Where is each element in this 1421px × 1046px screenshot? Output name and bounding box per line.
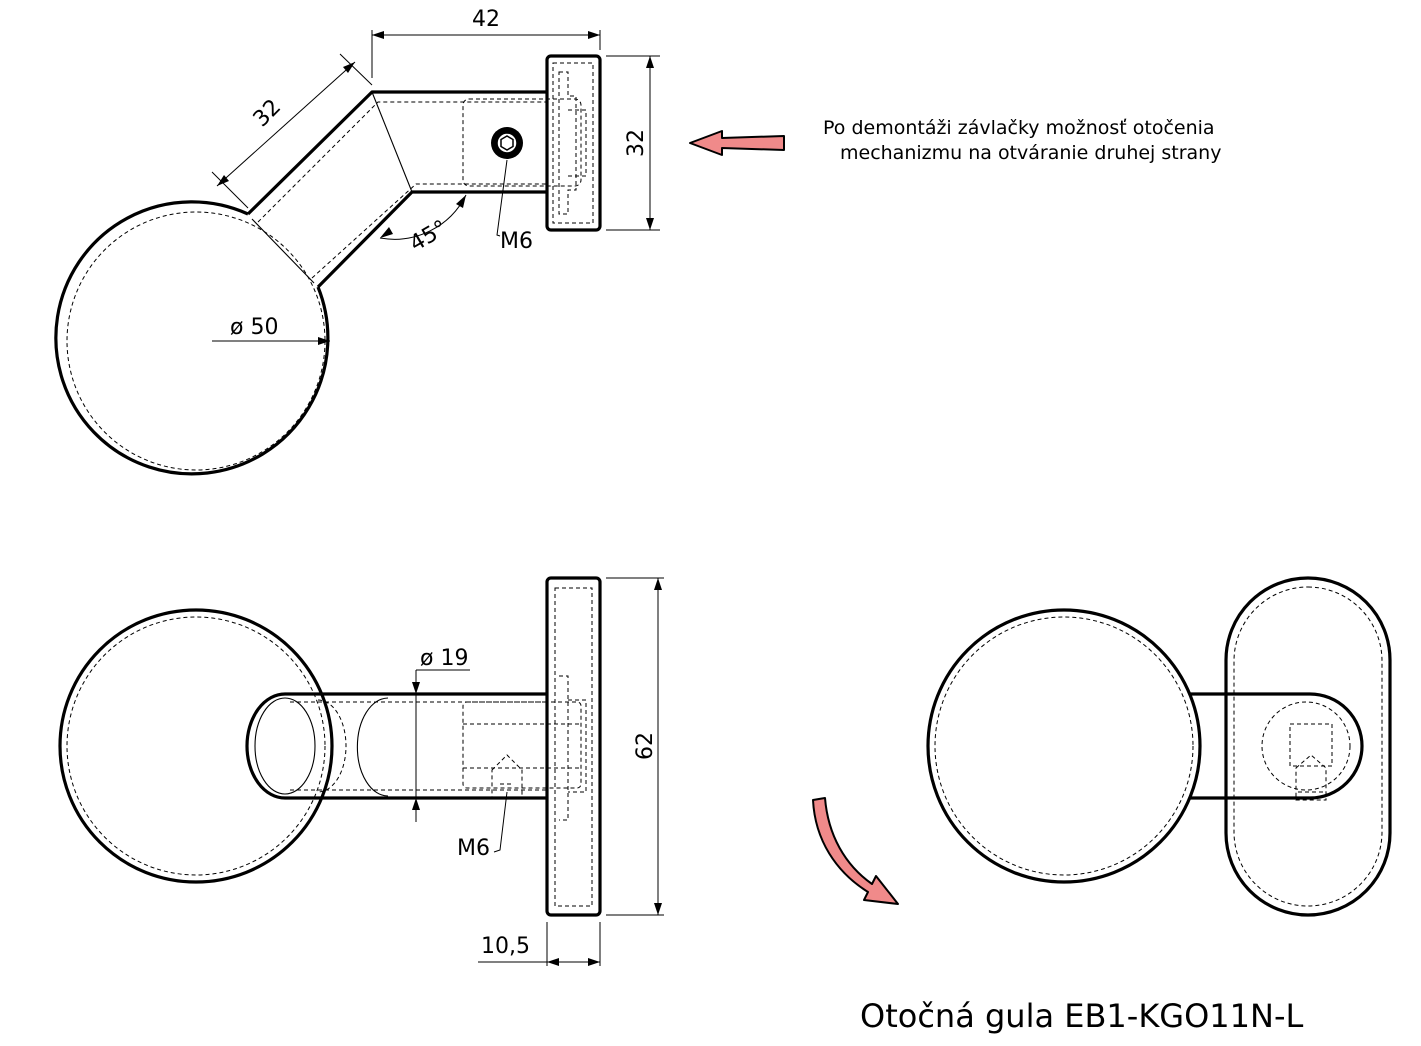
side-ball-hidden [66, 616, 326, 876]
note-line1: Po demontáži závlačky možnosť otočenia [823, 117, 1215, 139]
front-lever [1190, 692, 1364, 800]
dim-ball-diameter: ø 50 [230, 315, 278, 340]
side-rosette-hidden [554, 587, 593, 907]
rotate-arrow-icon [812, 797, 899, 905]
front-rosette-hidden [1233, 586, 1383, 907]
front-ball-outline [926, 608, 1202, 884]
side-ball-outline [58, 608, 334, 884]
dim-rosette-height-side: 62 [633, 732, 658, 760]
side-shaft-hidden [290, 699, 547, 793]
dim-arm-length: 32 [249, 95, 286, 132]
side-shaft-end [254, 697, 316, 795]
top-rosette-hidden [552, 62, 594, 224]
left-arrow-icon [689, 130, 785, 156]
side-view: ø 19 62 M6 10,5 [58, 576, 664, 966]
front-ball-hidden [934, 616, 1194, 876]
dim-rosette-height-top: 32 [624, 129, 649, 157]
front-view [926, 576, 1392, 917]
front-screw-hidden [1295, 754, 1327, 801]
hex-socket-icon [500, 135, 514, 151]
top-arm-join [371, 91, 413, 193]
side-shaft-curve [356, 697, 389, 797]
dim-shaft-diameter: ø 19 [420, 646, 468, 671]
label-thread-side: M6 [457, 836, 490, 861]
side-rosette [545, 576, 602, 917]
top-rosette [545, 54, 602, 232]
top-ball-outline [54, 200, 330, 476]
front-rosette-oval [1224, 576, 1392, 917]
top-sleeve-hidden [462, 98, 582, 187]
rotation-note: Po demontáži závlačky možnosť otočenia m… [689, 117, 1221, 164]
top-arm-ball-join [251, 218, 315, 284]
front-square-hidden [1289, 723, 1333, 767]
front-hub-hidden [1261, 701, 1351, 791]
side-screw-hidden [491, 754, 523, 799]
dim-top-length: 42 [472, 7, 500, 32]
note-line2: mechanizmu na otváranie druhej strany [840, 142, 1221, 164]
dim-rosette-thickness: 10,5 [481, 934, 530, 959]
top-arm-outline [246, 90, 547, 289]
side-shaft-outline [245, 692, 547, 800]
side-sleeve-hidden [462, 701, 582, 789]
label-thread-top: M6 [500, 229, 533, 254]
drawing-title: Otočná gula EB1-KGO11N-L [860, 997, 1303, 1035]
top-view: 42 32 32 45° M6 ø 50 [54, 7, 660, 476]
